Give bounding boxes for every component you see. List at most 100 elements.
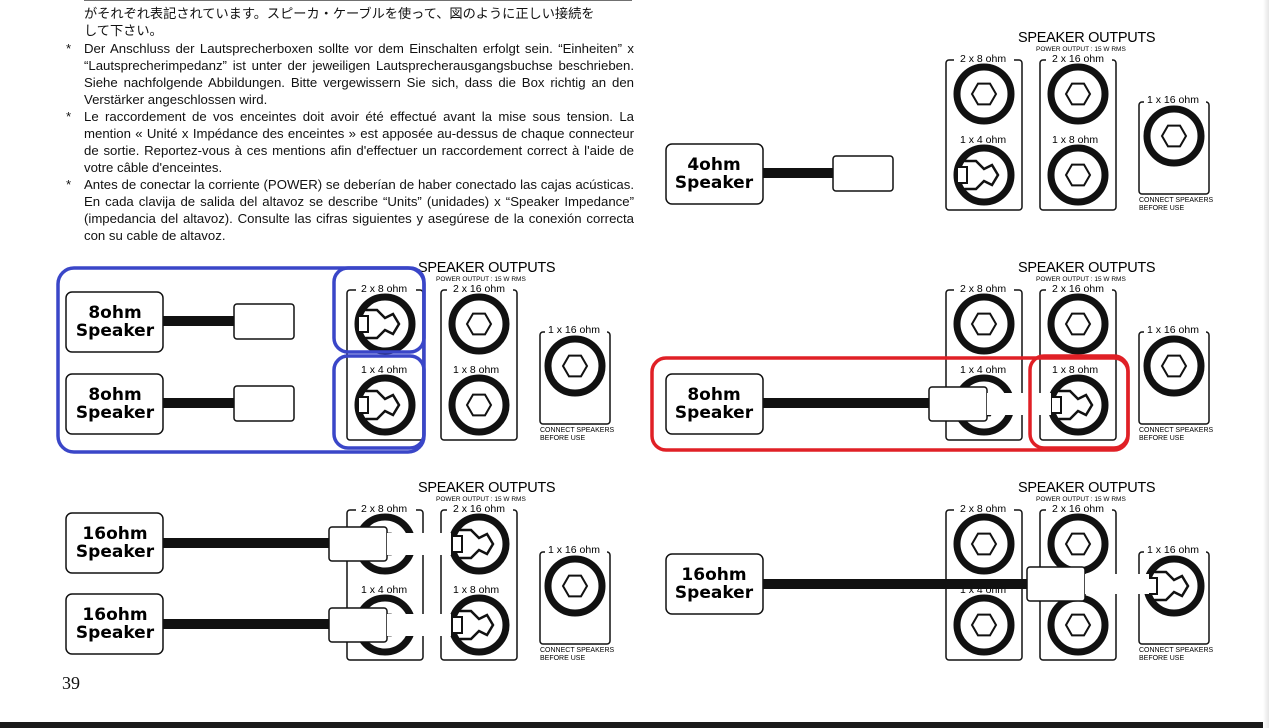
jack-2x8 xyxy=(957,517,1011,571)
svg-text:2 x 8 ohm: 2 x 8 ohm xyxy=(960,503,1006,515)
japanese-text: がそれぞれ表記されています。スピーカ・ケーブルを使って、図のように正しい接続を … xyxy=(66,0,634,39)
red-highlight xyxy=(650,354,1130,452)
svg-text:4ohm: 4ohm xyxy=(687,155,740,175)
svg-text:2 x 16 ohm: 2 x 16 ohm xyxy=(1052,53,1104,65)
svg-text:2 x 8 ohm: 2 x 8 ohm xyxy=(361,503,407,515)
jack-2x16 xyxy=(1051,297,1105,351)
jack-1x8 xyxy=(1051,148,1105,202)
jack-1x4 xyxy=(358,378,412,432)
svg-text:Speaker: Speaker xyxy=(675,173,754,193)
jack-2x16 xyxy=(452,297,506,351)
jack-1x4 xyxy=(957,598,1011,652)
jack-1x4 xyxy=(957,148,1011,202)
svg-text:1 x 4 ohm: 1 x 4 ohm xyxy=(960,134,1006,146)
svg-text:2 x 8 ohm: 2 x 8 ohm xyxy=(960,283,1006,295)
diagram-2x8ohm: SPEAKER OUTPUTS POWER OUTPUT : 15 W RMS … xyxy=(346,260,614,442)
svg-text:16ohm: 16ohm xyxy=(681,565,746,585)
svg-text:1 x 8 ohm: 1 x 8 ohm xyxy=(1052,364,1098,376)
svg-text:Speaker: Speaker xyxy=(76,403,155,423)
jack-2x16 xyxy=(1051,67,1105,121)
jack-1x8 xyxy=(452,378,506,432)
speaker-16ohm-a: 16ohm Speaker xyxy=(65,512,451,574)
speaker-4ohm: 4ohm Speaker xyxy=(665,143,894,205)
french-paragraph: *Le raccordement de vos enceintes doit a… xyxy=(66,109,634,175)
svg-text:1 x 4 ohm: 1 x 4 ohm xyxy=(361,364,407,376)
svg-text:Speaker: Speaker xyxy=(675,583,754,603)
panel-title: SPEAKER OUTPUTS xyxy=(1018,260,1155,276)
svg-text:1 x 4 ohm: 1 x 4 ohm xyxy=(960,364,1006,376)
svg-text:Speaker: Speaker xyxy=(675,403,754,423)
page-number: 39 xyxy=(62,673,80,693)
speaker-16ohm-b: 16ohm Speaker xyxy=(65,593,451,655)
speaker-outputs-panel: SPEAKER OUTPUTS POWER OUTPUT : 15 W RMS … xyxy=(945,30,1213,212)
svg-text:16ohm: 16ohm xyxy=(82,524,147,544)
svg-text:POWER OUTPUT : 15 W RMS: POWER OUTPUT : 15 W RMS xyxy=(1036,276,1126,283)
jack-2x16 xyxy=(452,517,506,571)
panel-subtitle: POWER OUTPUT : 15 W RMS xyxy=(1036,46,1126,53)
svg-text:1 x 16 ohm: 1 x 16 ohm xyxy=(1147,324,1199,336)
svg-text:Speaker: Speaker xyxy=(76,542,155,562)
panel-title: SPEAKER OUTPUTS xyxy=(418,480,555,496)
svg-text:1 x 16 ohm: 1 x 16 ohm xyxy=(1147,94,1199,106)
bottom-bar xyxy=(0,722,1269,728)
svg-text:8ohm: 8ohm xyxy=(88,303,141,323)
svg-text:1 x 8 ohm: 1 x 8 ohm xyxy=(1052,134,1098,146)
svg-text:16ohm: 16ohm xyxy=(82,605,147,625)
german-paragraph: *Der Anschluss der Lautsprecherboxen sol… xyxy=(66,41,634,107)
svg-text:BEFORE USE: BEFORE USE xyxy=(540,435,585,442)
svg-text:2 x 16 ohm: 2 x 16 ohm xyxy=(453,283,505,295)
svg-text:POWER OUTPUT : 15 W RMS: POWER OUTPUT : 15 W RMS xyxy=(436,276,526,283)
svg-text:POWER OUTPUT : 15 W RMS: POWER OUTPUT : 15 W RMS xyxy=(436,496,526,503)
jack-1x16 xyxy=(548,559,602,613)
speaker-8ohm-b: 8ohm Speaker xyxy=(65,373,295,435)
svg-text:2 x 16 ohm: 2 x 16 ohm xyxy=(1052,503,1104,515)
jack-1x16 xyxy=(1147,109,1201,163)
diagram-2x16ohm: SPEAKER OUTPUTS POWER OUTPUT : 15 W RMS … xyxy=(346,480,614,662)
svg-text:BEFORE USE: BEFORE USE xyxy=(1139,205,1184,212)
svg-text:BEFORE USE: BEFORE USE xyxy=(540,655,585,662)
svg-text:1 x 4 ohm: 1 x 4 ohm xyxy=(361,584,407,596)
instruction-text: がそれぞれ表記されています。スピーカ・ケーブルを使って、図のように正しい接続を … xyxy=(66,0,634,244)
panel-title: SPEAKER OUTPUTS xyxy=(418,260,555,276)
svg-text:8ohm: 8ohm xyxy=(88,385,141,405)
jack-1x16 xyxy=(1147,559,1201,613)
speaker-8ohm-a: 8ohm Speaker xyxy=(65,291,295,353)
jack-1x16 xyxy=(1147,339,1201,393)
svg-text:CONNECT SPEAKERS: CONNECT SPEAKERS xyxy=(1139,647,1213,654)
jack-2x8 xyxy=(957,297,1011,351)
panel-title: SPEAKER OUTPUTS xyxy=(1018,30,1155,46)
diagram-4ohm: SPEAKER OUTPUTS POWER OUTPUT : 15 W RMS … xyxy=(945,30,1213,212)
speaker-8ohm-single: 8ohm Speaker xyxy=(665,373,1051,435)
panel-title: SPEAKER OUTPUTS xyxy=(1018,480,1155,496)
svg-text:1 x 16 ohm: 1 x 16 ohm xyxy=(548,324,600,336)
svg-text:2 x 8 ohm: 2 x 8 ohm xyxy=(960,53,1006,65)
svg-text:1 x 16 ohm: 1 x 16 ohm xyxy=(1147,544,1199,556)
svg-text:CONNECT SPEAKERS: CONNECT SPEAKERS xyxy=(1139,427,1213,434)
svg-text:CONNECT SPEAKERS: CONNECT SPEAKERS xyxy=(540,647,614,654)
svg-text:1 x 8 ohm: 1 x 8 ohm xyxy=(453,364,499,376)
speaker-16ohm-single: 16ohm Speaker xyxy=(665,553,1149,615)
svg-text:1 x 8 ohm: 1 x 8 ohm xyxy=(453,584,499,596)
svg-text:2 x 8 ohm: 2 x 8 ohm xyxy=(361,283,407,295)
svg-text:BEFORE USE: BEFORE USE xyxy=(1139,435,1184,442)
jack-1x8 xyxy=(1051,598,1105,652)
svg-text:2 x 16 ohm: 2 x 16 ohm xyxy=(453,503,505,515)
svg-text:Speaker: Speaker xyxy=(76,321,155,341)
diagram-8ohm: SPEAKER OUTPUTS POWER OUTPUT : 15 W RMS … xyxy=(945,260,1213,442)
svg-text:POWER OUTPUT : 15 W RMS: POWER OUTPUT : 15 W RMS xyxy=(1036,496,1126,503)
svg-text:CONNECT SPEAKERS: CONNECT SPEAKERS xyxy=(540,427,614,434)
svg-text:8ohm: 8ohm xyxy=(687,385,740,405)
jack-2x8 xyxy=(358,297,412,351)
svg-text:CONNECT SPEAKERS: CONNECT SPEAKERS xyxy=(1139,197,1213,204)
svg-text:BEFORE USE: BEFORE USE xyxy=(1139,655,1184,662)
jack-1x8 xyxy=(1051,378,1105,432)
spanish-paragraph: *Antes de conectar la corriente (POWER) … xyxy=(66,177,634,243)
svg-text:Speaker: Speaker xyxy=(76,623,155,643)
svg-text:2 x 16 ohm: 2 x 16 ohm xyxy=(1052,283,1104,295)
jack-2x16 xyxy=(1051,517,1105,571)
jack-1x16 xyxy=(548,339,602,393)
blue-highlight xyxy=(56,266,426,454)
jack-1x8 xyxy=(452,598,506,652)
jack-2x8 xyxy=(957,67,1011,121)
